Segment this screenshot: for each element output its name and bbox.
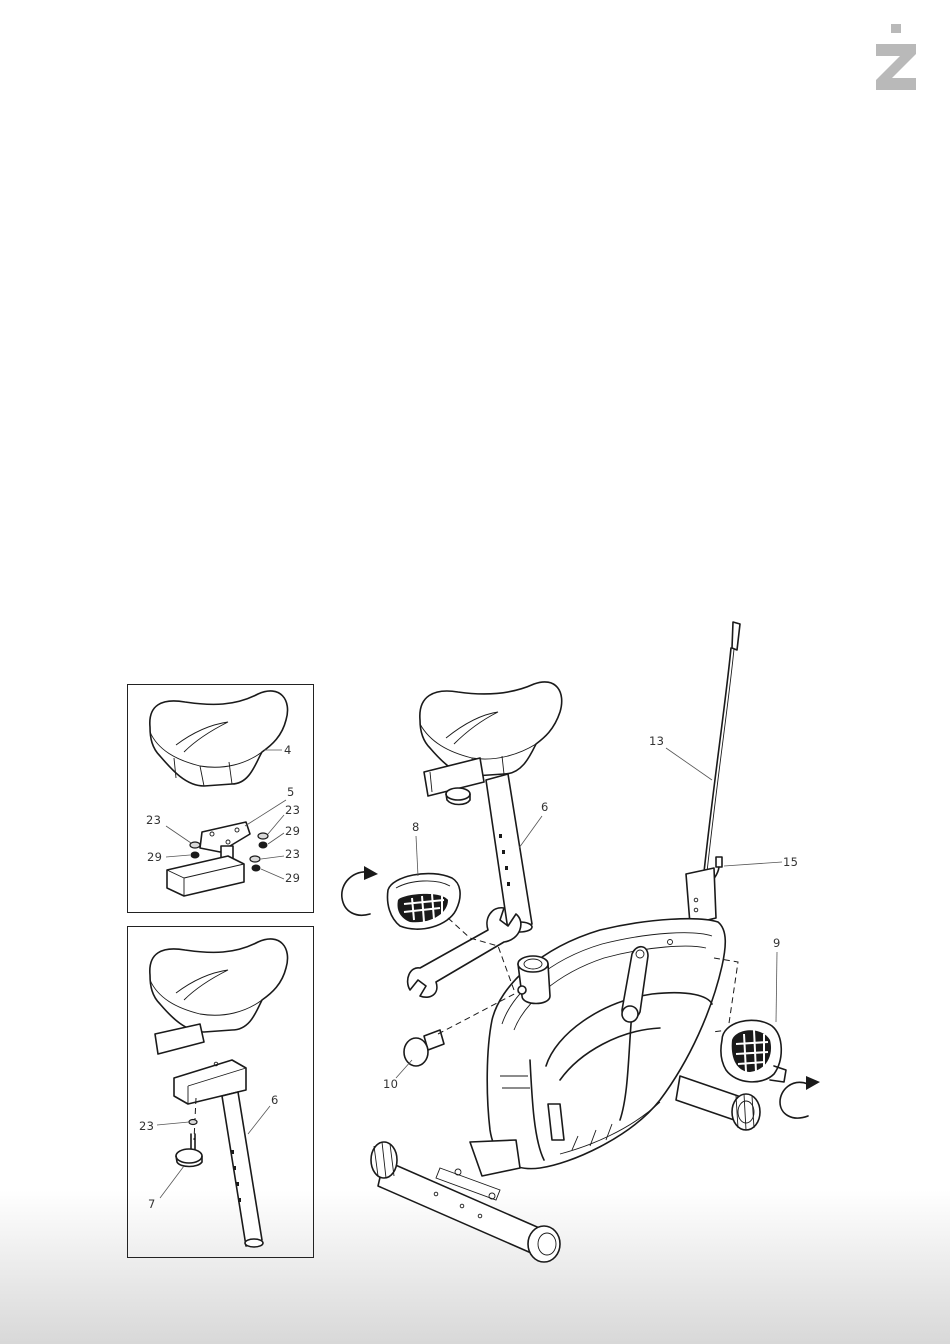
label-washer-23-right-2: 23 bbox=[285, 849, 300, 861]
label-knob-7: 7 bbox=[148, 1199, 156, 1211]
main-seat-tube bbox=[518, 956, 550, 1004]
label-seat-4: 4 bbox=[284, 745, 292, 757]
label-washer-23-left: 23 bbox=[146, 815, 161, 827]
label-nut-29-right-2: 29 bbox=[285, 873, 300, 885]
label-knob-10: 10 bbox=[383, 1079, 398, 1091]
label-pedal-9: 9 bbox=[773, 938, 781, 950]
main-seat-knob bbox=[446, 788, 470, 805]
label-washer-23-panel-b: 23 bbox=[139, 1121, 154, 1133]
label-sensor-wire-13: 13 bbox=[649, 736, 664, 748]
label-nut-29-right-1: 29 bbox=[285, 826, 300, 838]
label-washer-23-top-right: 23 bbox=[285, 805, 300, 817]
label-bracket-5: 5 bbox=[287, 787, 295, 799]
panel-a-seat bbox=[150, 691, 288, 786]
panel-a-bracket bbox=[167, 822, 250, 896]
panel-b-seat bbox=[150, 939, 288, 1054]
main-sensor-wire bbox=[704, 622, 740, 872]
label-pedal-8: 8 bbox=[412, 822, 420, 834]
main-rotate-arrow-right bbox=[780, 1076, 820, 1118]
label-nut-29-left: 29 bbox=[147, 852, 162, 864]
panel-b-post bbox=[222, 1092, 263, 1247]
label-connector-15: 15 bbox=[783, 857, 798, 869]
panel-b-knob bbox=[176, 1098, 202, 1167]
label-post-6-panel-b: 6 bbox=[271, 1095, 279, 1107]
main-pedal-right bbox=[721, 1020, 786, 1082]
main-rear-stabilizer bbox=[676, 1076, 760, 1130]
main-seat-post bbox=[486, 774, 532, 932]
main-rotate-arrow-left bbox=[342, 866, 378, 915]
label-post-6-main: 6 bbox=[541, 802, 549, 814]
